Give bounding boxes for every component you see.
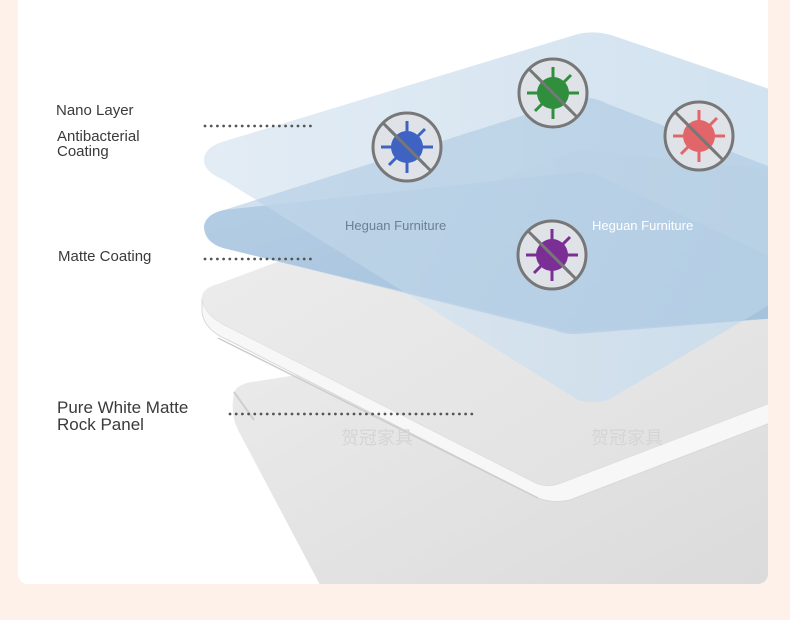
purple-virus-icon (516, 219, 588, 291)
leader-dot (284, 124, 287, 128)
leader-dot (203, 257, 207, 261)
leader-dot (265, 412, 269, 416)
leader-dot (234, 257, 238, 261)
leader-dot (433, 412, 436, 416)
illustration-card: Heguan Furniture Heguan Furniture 贺冠家具 贺… (18, 0, 768, 584)
leader-dot (420, 412, 424, 416)
leader-dot (383, 412, 387, 416)
red-virus-icon (663, 100, 735, 172)
leader-dot (259, 257, 263, 261)
leader-dot (358, 412, 362, 416)
rock-panel-line2: Rock Panel (57, 415, 144, 434)
leader-dot (271, 124, 275, 128)
leader-dot (451, 412, 455, 416)
leader-dot (209, 257, 213, 261)
leader-dot (290, 412, 294, 416)
leader-dot (284, 257, 287, 261)
leader-dot (228, 257, 232, 261)
leader-dot (253, 124, 256, 128)
leader-dot (296, 124, 300, 128)
leader-dot (464, 412, 467, 416)
leader-dot (365, 412, 368, 416)
leader-dot (216, 257, 219, 261)
leader-dot (389, 412, 393, 416)
leader-dot (334, 412, 337, 416)
leader-dot (309, 412, 312, 416)
matte-coating-label: Matte Coating (58, 248, 152, 265)
leader-dot (327, 412, 331, 416)
leader-dot (352, 412, 356, 416)
nano-layer-label: Nano Layer (56, 102, 134, 119)
rock-panel-label: Pure White Matte Rock Panel (57, 399, 188, 433)
leader-dot (265, 124, 269, 128)
leader-dot (247, 412, 251, 416)
leader-dot (309, 257, 312, 261)
leader-dot (216, 124, 219, 128)
leader-dot (240, 124, 244, 128)
antibacterial-coating-label: Antibacterial Coating (57, 129, 140, 159)
leader-dot (259, 412, 263, 416)
leader-dot (222, 124, 226, 128)
leader-dot (414, 412, 418, 416)
leader-dot (303, 412, 306, 416)
leader-dot (278, 124, 281, 128)
leader-dot (439, 412, 443, 416)
antibacterial-line2: Coating (57, 143, 109, 160)
leader-dot (253, 412, 257, 416)
leader-dot (272, 412, 275, 416)
layer-diagram: Heguan Furniture Heguan Furniture 贺冠家具 贺… (201, 32, 768, 584)
leader-dot (271, 257, 275, 261)
leader-dot (315, 412, 319, 416)
leader-dot (340, 412, 343, 416)
leader-dot (321, 412, 325, 416)
leader-dot (371, 412, 374, 416)
leader-dot (296, 412, 300, 416)
leader-dot (247, 257, 250, 261)
rock-panel-line1: Pure White Matte (57, 398, 189, 417)
leader-dot (209, 124, 213, 128)
leader-dot (309, 124, 312, 128)
leader-dot (228, 412, 232, 416)
leader-dot (296, 257, 300, 261)
green-virus-icon (517, 57, 589, 129)
leader-dot (302, 257, 306, 261)
leader-dot (265, 257, 269, 261)
watermark-left-en: Heguan Furniture (345, 218, 446, 233)
leader-dot (445, 412, 449, 416)
leader-dot (290, 124, 294, 128)
leader-dot (222, 257, 226, 261)
leader-dot (284, 412, 288, 416)
leader-dot (247, 124, 250, 128)
leader-dot (302, 124, 306, 128)
watermark-right-cn: 贺冠家具 (591, 428, 663, 449)
leader-dot (346, 412, 350, 416)
leader-dot (259, 124, 263, 128)
blue-virus-icon (371, 111, 443, 183)
leader-dot (203, 124, 207, 128)
leader-dot (253, 257, 256, 261)
watermark-right-en: Heguan Furniture (592, 218, 693, 233)
watermark-left-cn: 贺冠家具 (341, 428, 413, 449)
leader-dot (470, 412, 474, 416)
leader-dot (377, 412, 381, 416)
leader-dot (396, 412, 399, 416)
leader-dot (408, 412, 412, 416)
leader-dot (278, 412, 281, 416)
leader-dot (427, 412, 430, 416)
antibacterial-line1: Antibacterial (57, 128, 140, 145)
leader-dot (278, 257, 281, 261)
leader-dot (234, 412, 238, 416)
leader-dot (240, 257, 244, 261)
leader-lines (203, 124, 474, 416)
leader-dot (241, 412, 244, 416)
leader-dot (290, 257, 294, 261)
leader-dot (402, 412, 405, 416)
leader-dot (234, 124, 238, 128)
leader-dot (228, 124, 232, 128)
leader-dot (458, 412, 461, 416)
